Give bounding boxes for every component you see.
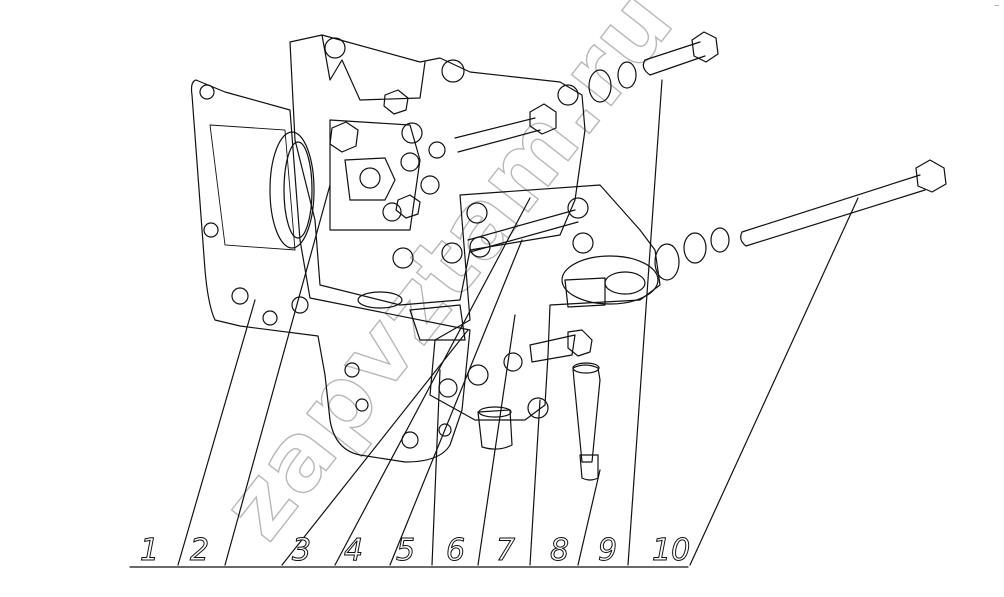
sensor-pin	[572, 362, 601, 481]
valve-cover	[429, 103, 661, 450]
callout-labels: 1 2 3 4 5 6 7 8 9 10	[140, 533, 691, 569]
callout-5: 5	[396, 533, 415, 568]
callout-9: 9	[598, 533, 617, 568]
corner-mark: ⁻	[993, 0, 1000, 14]
callout-8: 8	[550, 533, 569, 568]
callout-6: 6	[446, 533, 465, 568]
long-bolt-and-washers	[654, 159, 947, 281]
callout-7: 7	[496, 533, 515, 568]
upper-bolt-and-washers	[588, 31, 719, 103]
callout-2: 2	[190, 533, 209, 568]
callout-10: 10	[652, 533, 690, 568]
main-housing	[269, 34, 586, 341]
callout-3: 3	[292, 533, 311, 568]
callout-1: 1	[140, 533, 159, 568]
gasket-plate	[190, 79, 471, 463]
callout-4: 4	[344, 533, 363, 568]
callout-leaders	[129, 79, 859, 568]
